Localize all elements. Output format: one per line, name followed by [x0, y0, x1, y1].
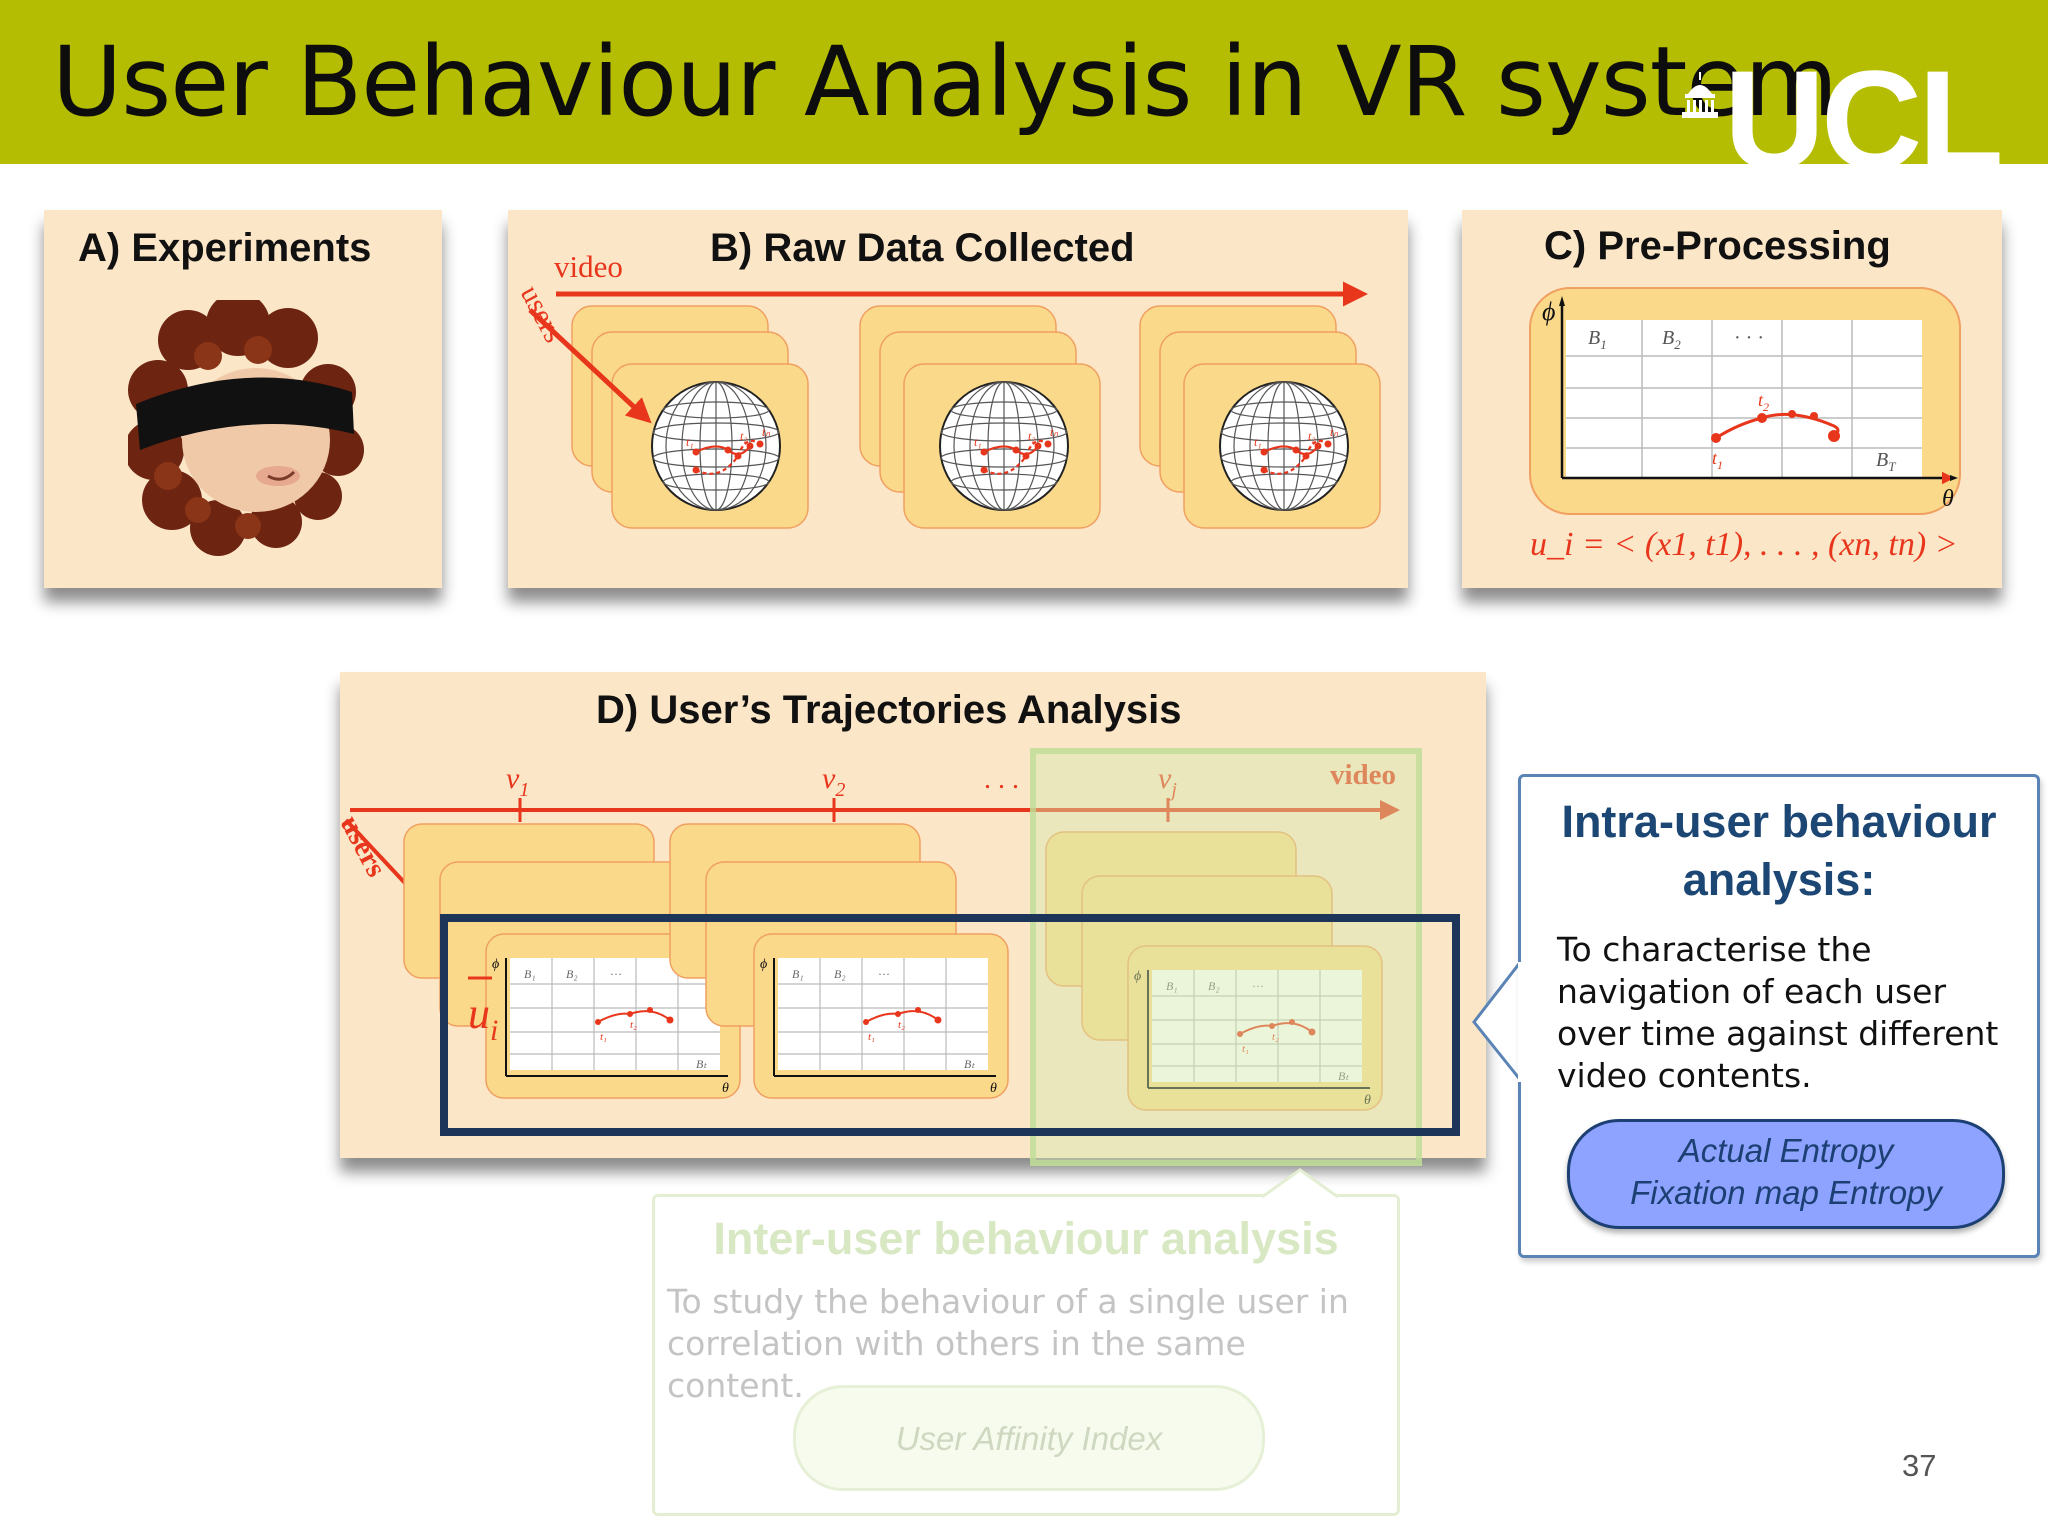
v2-label: v2 — [822, 762, 845, 801]
avatar-vr-headset-image — [128, 300, 364, 556]
v1-card-stack — [403, 823, 741, 1099]
intra-callout-pointer — [1472, 960, 1524, 1083]
bin-b2-label: B2 — [1662, 327, 1681, 352]
trajectory-formula: u_i = < (x1, t1), . . . , (xn, tn) > — [1530, 526, 1958, 563]
inter-callout-pointer — [1262, 1168, 1339, 1198]
panel-experiments: A) Experiments — [44, 210, 442, 588]
sphere-stack-1 — [571, 305, 809, 529]
sphere-stack-2 — [859, 305, 1101, 529]
inter-metric-pill: User Affinity Index — [793, 1385, 1265, 1491]
sphere-stack-3 — [1139, 305, 1381, 529]
intra-user-highlight — [440, 914, 1460, 1136]
ucl-dome-icon — [1682, 72, 1718, 118]
panel-pre-processing: C) Pre-Processing ϕ θ B1 B2 · · · BT t1 … — [1462, 210, 2002, 588]
inter-user-callout: Inter-user behaviour analysis To study t… — [652, 1194, 1400, 1516]
raw-data-diagram: video users — [514, 249, 1381, 529]
v1-label: v1 — [506, 762, 529, 801]
panel-a-title: A) Experiments — [78, 226, 372, 270]
ucl-logo: UCL — [1724, 41, 2004, 198]
bin-bt-label: BT — [1876, 449, 1896, 474]
intra-user-description: To characterise the navigation of each u… — [1557, 930, 1999, 1095]
intra-user-title: Intra-user behaviour analysis: — [1561, 796, 1997, 905]
video-ellipsis: . . . — [984, 764, 1019, 795]
theta-axis-label: θ — [1942, 486, 1954, 512]
inter-user-highlight — [1030, 748, 1422, 1166]
panel-b-title: B) Raw Data Collected — [710, 226, 1135, 270]
phi-axis-label: ϕ — [1542, 297, 1555, 326]
user-affinity-label: User Affinity Index — [895, 1420, 1163, 1457]
intra-callout-pointer-mask — [1518, 962, 1524, 1082]
raw-data-video-label: video — [554, 249, 623, 284]
pre-processing-grid: ϕ θ B1 B2 · · · BT t1 t2 — [1529, 287, 1961, 515]
panel-c-title: C) Pre-Processing — [1544, 224, 1891, 268]
vj-label: vj — [1158, 762, 1177, 801]
fixation-entropy-label: Fixation map Entropy — [1630, 1174, 1942, 1211]
intra-user-callout: Intra-user behaviour analysis: To charac… — [1518, 774, 2040, 1258]
intra-metrics-pill: Actual Entropy Fixation map Entropy — [1567, 1119, 2005, 1229]
t2-label: t2 — [1758, 390, 1769, 414]
panel-raw-data: B) Raw Data Collected video users — [508, 210, 1408, 588]
v2-card-stack — [669, 823, 1009, 1099]
page-title: User Behaviour Analysis in VR system — [52, 26, 1838, 138]
t1-label: t1 — [1712, 448, 1723, 472]
d-video-label: video — [1330, 759, 1396, 791]
page-number: 37 — [1902, 1448, 1937, 1483]
bin-ellipsis: · · · — [1734, 327, 1764, 349]
inter-user-description: To study the behaviour of a single user … — [667, 1282, 1349, 1405]
panel-d-title: D) User’s Trajectories Analysis — [596, 688, 1182, 732]
title-bar: User Behaviour Analysis in VR system UCL — [0, 0, 2048, 190]
bin-b1-label: B1 — [1588, 327, 1607, 352]
actual-entropy-label: Actual Entropy — [1678, 1132, 1894, 1169]
ui-label: ui — [468, 989, 498, 1047]
inter-user-title: Inter-user behaviour analysis — [713, 1213, 1339, 1264]
trajectories-diagram: v1 v2 vj . . . video users ui — [340, 759, 1400, 1111]
